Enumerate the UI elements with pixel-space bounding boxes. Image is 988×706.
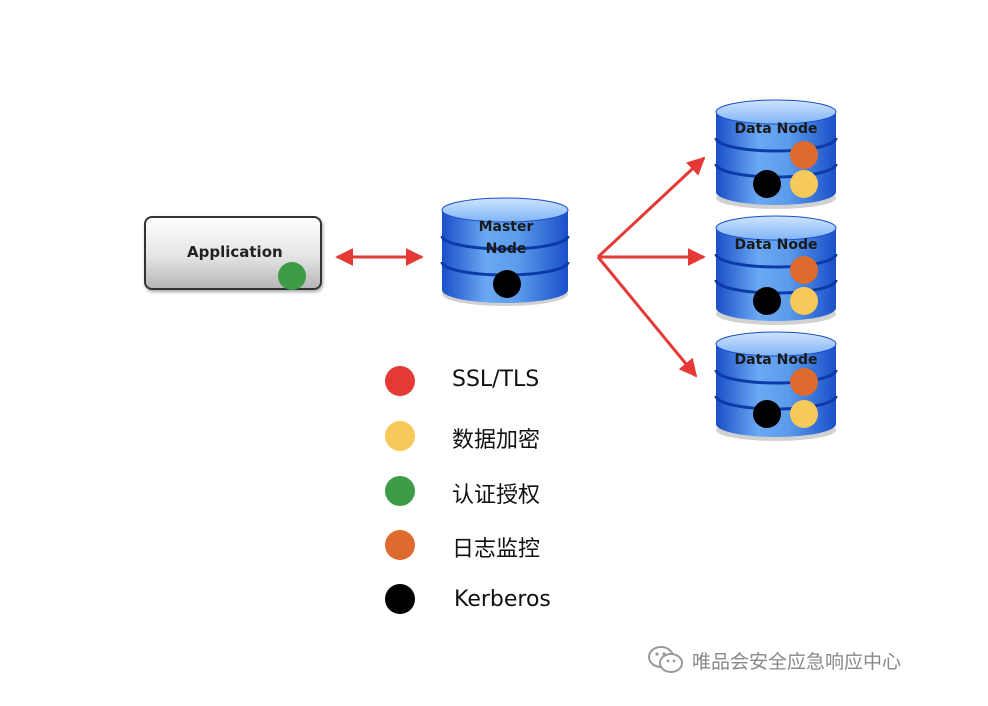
data-node-2-label: Data Node bbox=[734, 237, 818, 253]
data-node-3-yellow-dot bbox=[790, 400, 818, 428]
wechat-icon bbox=[648, 646, 683, 673]
legend-logging-dot bbox=[385, 530, 415, 560]
watermark-text: 唯品会安全应急响应中心 bbox=[692, 651, 902, 673]
data-node-3-label: Data Node bbox=[734, 352, 818, 368]
application-green-dot bbox=[278, 262, 306, 290]
master-node-label-2: Node bbox=[485, 241, 527, 257]
data-node-1-black-dot bbox=[753, 170, 781, 198]
legend-kerberos-label: Kerberos bbox=[454, 587, 551, 612]
legend-encryption-label: 数据加密 bbox=[452, 428, 541, 453]
data-node-3-cylinder bbox=[714, 331, 838, 441]
data-node-2-yellow-dot bbox=[790, 287, 818, 315]
legend-encryption-dot bbox=[385, 421, 415, 451]
master-black-dot bbox=[493, 270, 521, 298]
data-node-2-orange-dot bbox=[790, 256, 818, 284]
master-datanode1-arrow bbox=[596, 156, 706, 259]
data-node-1-label: Data Node bbox=[734, 121, 818, 137]
master-datanode3-arrow bbox=[596, 256, 698, 378]
legend-auth-label: 认证授权 bbox=[452, 483, 541, 508]
data-node-3-black-dot bbox=[753, 400, 781, 428]
legend-ssl-label: SSL/TLS bbox=[452, 367, 540, 392]
data-node-2-black-dot bbox=[753, 287, 781, 315]
legend-ssl-dot bbox=[385, 366, 415, 396]
master-node-label-1: Master bbox=[478, 219, 534, 235]
legend-kerberos-dot bbox=[385, 584, 415, 614]
legend-logging-label: 日志监控 bbox=[452, 537, 541, 562]
legend-auth-dot bbox=[385, 476, 415, 506]
data-node-3-orange-dot bbox=[790, 368, 818, 396]
data-node-1-yellow-dot bbox=[790, 170, 818, 198]
application-label: Application bbox=[187, 243, 283, 261]
data-node-1-orange-dot bbox=[790, 141, 818, 169]
